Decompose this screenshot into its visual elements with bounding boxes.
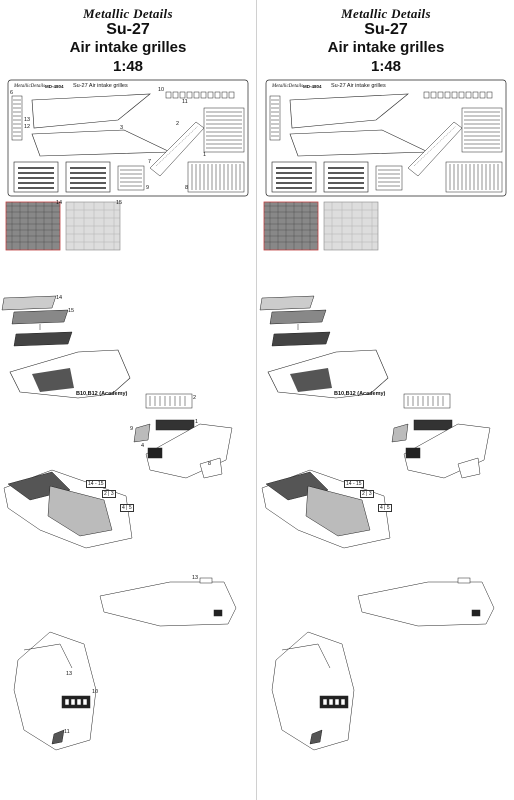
fret-code-right: MD-4804 [303,84,322,89]
part-number-12: 12 [24,124,31,130]
part-6-grille [269,95,281,141]
part-8-grille [187,161,245,193]
part-number-6: 6 [10,90,14,96]
kit-scale-right: 1:48 [370,58,402,75]
fret-brand-right: MetallicDetails [272,84,304,89]
academy-note: B10,B12 (Academy) [76,391,128,397]
part-number-9: 9 [146,185,150,191]
step-2-number-9: 9 [130,426,134,432]
instruction-page-right: Metallic Details Su-27 Air intake grille… [258,0,514,800]
kit-subtitle-right: Air intake grilles [327,39,445,56]
part-6-grille [11,95,23,141]
part-7-strip [149,121,205,177]
step-3-intake [3,469,133,549]
part-4-grille [271,161,317,193]
part-number-1: 1 [203,152,207,158]
part-9-grille [375,165,403,191]
step-2-number-1: 1 [195,419,199,425]
step-2-number-2: 2 [193,395,197,401]
part-2-outline [289,93,409,129]
brand-logo-right: Metallic Details [341,6,431,21]
callout-2-3: 2 | 3 [102,490,116,498]
part-5-grille [65,161,111,193]
step-2-parts [133,393,233,479]
callout-4-5: 4 | 5 [120,504,134,512]
instruction-drawings [1,79,249,751]
callout-14-15-right: 14 - 15 [344,480,364,488]
callout-2-3-right: 2 | 3 [360,490,374,498]
step-5-number-10: 10 [92,689,99,695]
part-5-grille [323,161,369,193]
step-5-assembly [13,631,97,751]
part-number-10: 10 [158,87,165,93]
part-number-13: 13 [24,117,31,123]
model-name-right: Su-27 [364,21,408,38]
part-2-outline [31,93,151,129]
part-number-7: 7 [148,159,152,165]
part-number-11: 11 [182,99,188,105]
instruction-page-left: Metallic Details Su-27 Air intake grille… [0,0,256,800]
part-number-15: 15 [116,200,123,206]
model-name: Su-27 [106,21,150,38]
instruction-drawings-right-svg [259,79,507,751]
part-9-grille [117,165,145,191]
step-5-number-11: 11 [64,729,70,735]
step-4-intake [99,577,237,627]
part-10-row [423,91,493,99]
step-2-number-4: 4 [141,443,145,449]
step-4-number-13: 13 [192,575,199,581]
step-4-intake [357,577,495,627]
step-1-stack [1,295,73,347]
kit-subtitle: Air intake grilles [69,39,187,56]
step-3-intake [261,469,391,549]
callout-4-5-right: 4 | 5 [378,504,392,512]
step-5-assembly [271,631,355,751]
step-1-number-15: 15 [68,308,75,314]
part-number-2: 2 [176,121,180,127]
fret-title: Su-27 Air intake grilles [73,83,128,89]
part-number-3: 3 [120,125,124,131]
step-2-parts [391,393,491,479]
part-10-row [165,91,235,99]
callout-14-15: 14 - 15 [86,480,106,488]
fret-title-right: Su-27 Air intake grilles [331,83,386,89]
step-2-number-8: 8 [208,461,212,467]
fret-brand: MetallicDetails [14,84,46,89]
part-8-grille [445,161,503,193]
part-7-strip [407,121,463,177]
academy-note-right: B10,B12 (Academy) [334,391,386,397]
page-divider [256,0,257,800]
part-1-grille [461,107,503,153]
part-number-8: 8 [185,185,189,191]
part-4-grille [13,161,59,193]
fret-code: MD-4804 [45,84,64,89]
part-1-grille [203,107,245,153]
brand-logo: Metallic Details [83,6,173,21]
part-number-14: 14 [56,200,63,206]
step-1-stack [259,295,331,347]
step-5-number-13: 13 [66,671,73,677]
kit-scale: 1:48 [112,58,144,75]
step-1-number-14: 14 [56,295,63,301]
